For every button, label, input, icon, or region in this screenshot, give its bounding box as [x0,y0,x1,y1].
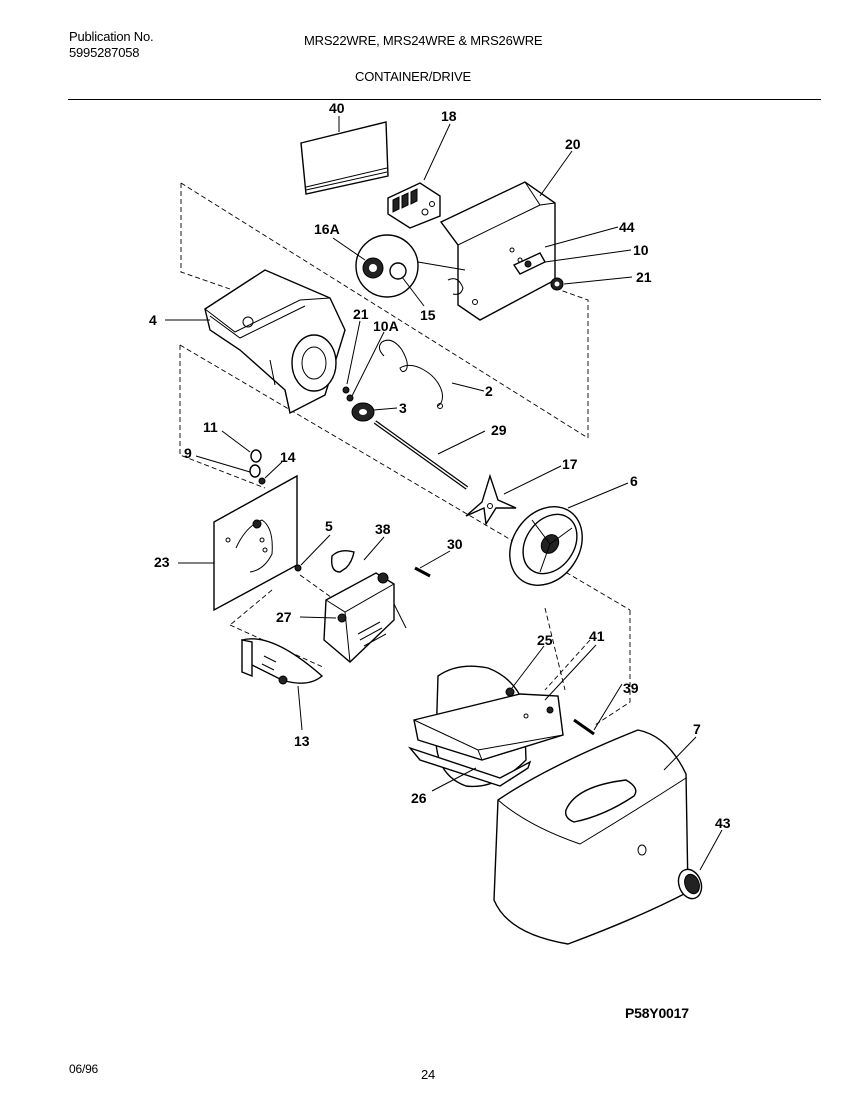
part-3-bearing [351,402,375,422]
page-number: 24 [421,1067,436,1082]
print-date: 06/96 [69,1062,99,1076]
callout-10: 10 [633,242,649,258]
callout-14: 14 [280,449,296,465]
callout-7: 7 [693,721,701,737]
callout-43: 43 [715,815,731,831]
callout-44: 44 [619,219,635,235]
part-5-screw [294,564,302,572]
callout-29: 29 [491,422,507,438]
part-17-crusher-blade [465,473,517,527]
callout-15: 15 [420,307,436,323]
part-23-cover-plate [213,474,298,612]
callout-3: 3 [399,400,407,416]
part-16a-15-detail [355,234,466,298]
callout-13: 13 [294,733,310,749]
part-13-flap [241,638,324,685]
callout-25: 25 [537,632,553,648]
part-20-motor-housing [439,181,556,321]
callout-39: 39 [623,680,639,696]
callout-leader-lines [165,116,723,871]
callout-labels: 40 18 20 16A 44 10 21 15 4 21 10A 2 3 29… [149,100,731,831]
part-21-10a-fasteners [342,386,354,402]
callout-26: 26 [411,790,427,806]
section-title: CONTAINER/DRIVE [355,69,471,84]
callout-38: 38 [375,521,391,537]
publication-number: 5995287058 [69,45,140,60]
publication-label: Publication No. [69,29,154,44]
callout-11: 11 [203,419,218,435]
callout-23: 23 [154,554,170,570]
part-25-41-26-housing-bracket [407,665,564,788]
part-40-panel [300,121,389,195]
callout-17: 17 [562,456,578,472]
callout-2: 2 [485,383,493,399]
part-7-front-cover [493,729,689,945]
part-38-27-solenoid-assembly [323,549,407,663]
figure-code: P58Y0017 [625,1005,689,1021]
part-6-auger-wheel [509,506,583,586]
callout-18: 18 [441,108,457,124]
part-30-screw [414,566,431,578]
callout-10a: 10A [373,318,399,334]
part-21-nut-upper [550,277,564,291]
callout-21-middle: 21 [353,306,369,322]
part-29-drive-shaft [373,420,469,490]
callout-30: 30 [447,536,463,552]
callout-40: 40 [329,100,345,116]
parts-11-9-14-washers [249,449,266,485]
callout-21-upper: 21 [636,269,652,285]
callout-27: 27 [276,609,292,625]
callout-4: 4 [149,312,157,328]
part-4-container [204,269,346,415]
callout-9: 9 [184,445,192,461]
callout-41: 41 [589,628,605,644]
part-43-knob [677,868,703,900]
header-rule [68,99,821,100]
part-2-wire-harness [378,339,443,409]
callout-6: 6 [630,473,638,489]
callout-20: 20 [565,136,581,152]
callout-5: 5 [325,518,333,534]
model-numbers: MRS22WRE, MRS24WRE & MRS26WRE [304,33,543,48]
callout-16a: 16A [314,221,340,237]
part-18-switch-block [387,182,441,229]
part-39-screw [573,718,595,736]
